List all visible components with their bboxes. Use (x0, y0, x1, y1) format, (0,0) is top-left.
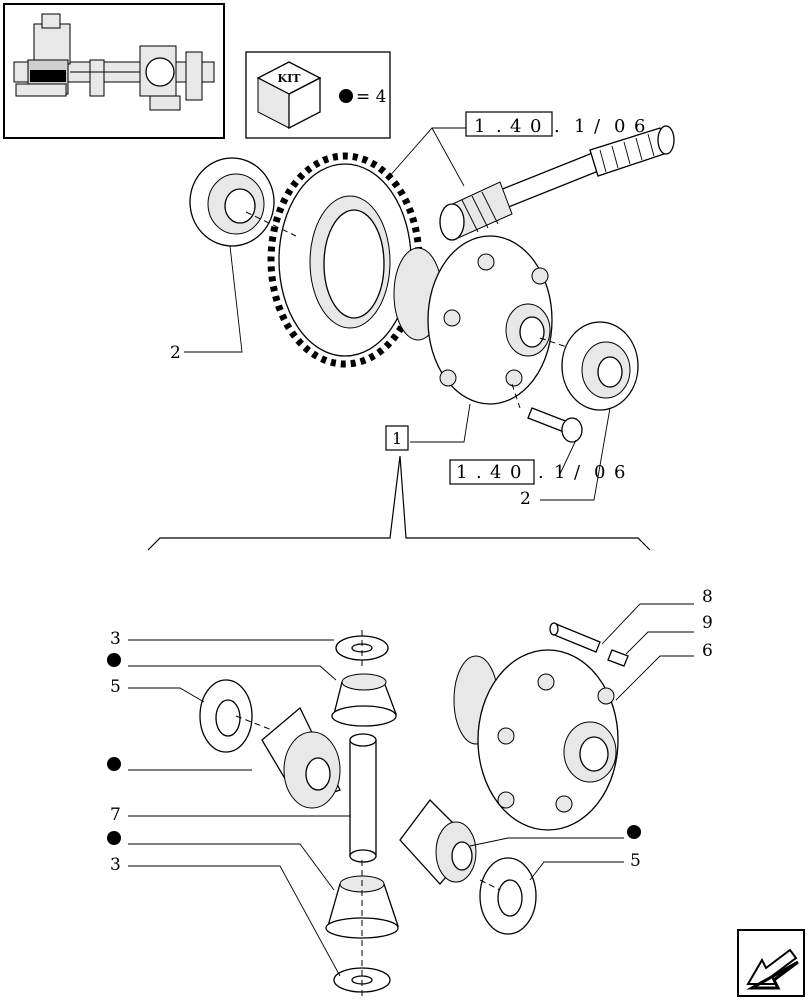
carrier-bottom (453, 649, 619, 831)
kit-marker-4 (627, 825, 641, 839)
pinion-shaft (439, 125, 675, 241)
top-ref-digit-6: / (594, 116, 601, 137)
kit-marker-1 (107, 653, 121, 667)
kit-equals-value: = 4 (356, 87, 386, 107)
kit-badge-label: KIT (278, 72, 302, 85)
callout-roll-pin[interactable]: 9 (702, 613, 713, 633)
side-gear-top-leader (128, 665, 337, 681)
explode-bracket (147, 455, 651, 551)
top-ref-digit-4: . (554, 116, 560, 137)
callout-bearing-right[interactable]: 2 (520, 489, 531, 509)
top-ref-digit-3: 0 (530, 116, 541, 137)
top-reference-label[interactable]: 1 . 4 0 . 1 / 0 6 (465, 111, 645, 137)
kit-dot-icon (339, 89, 353, 103)
cross-pin (349, 733, 377, 863)
top-ref-leader-pinion (431, 127, 465, 187)
ring-gear (267, 152, 423, 368)
thrust-left-leader (128, 687, 205, 703)
pinion-right-leader (469, 837, 624, 847)
callout-washer-bottom[interactable]: 3 (110, 855, 121, 875)
carrier-leader (615, 655, 694, 701)
pinion-gear-right (399, 799, 477, 885)
callout-thrust-left[interactable]: 5 (110, 677, 121, 697)
bottom-ref-digit-5: 1 (554, 462, 565, 483)
top-ref-digit-1: . (496, 116, 502, 137)
callout-thrust-right[interactable]: 5 (630, 851, 641, 871)
assembly-box-label: 1 (392, 429, 402, 448)
callout-long-pin[interactable]: 8 (702, 587, 713, 607)
kit-marker-2 (107, 757, 121, 771)
top-ref-digit-2: 4 (510, 116, 521, 137)
bolt-leader (559, 439, 577, 475)
top-ref-digit-5: 1 (574, 116, 585, 137)
thrust-washer-right (479, 857, 537, 935)
carrier-top (393, 235, 553, 405)
left-bearing (189, 157, 275, 247)
top-ref-digit-8: 6 (634, 116, 645, 137)
bottom-ref-digit-8: 6 (614, 462, 625, 483)
callout-pin[interactable]: 7 (110, 805, 121, 825)
right-bearing (561, 321, 639, 411)
axle-thumbnail-icon[interactable] (3, 3, 225, 139)
callout-washer-top[interactable]: 3 (110, 629, 121, 649)
bottom-ref-digit-7: 0 (594, 462, 605, 483)
callout-carrier[interactable]: 6 (702, 641, 713, 661)
callout-bearing-left[interactable]: 2 (170, 343, 181, 363)
bearing-right-leader (540, 407, 611, 501)
thrust-right-leader (529, 861, 624, 881)
top-ref-digit-7: 0 (614, 116, 625, 137)
long-pin (549, 622, 601, 653)
washer-bottom-leader (128, 865, 341, 977)
roll-pin (607, 649, 629, 667)
long-pin-leader (601, 603, 694, 645)
bottom-ref-digit-2: 4 (490, 462, 501, 483)
top-ref-digit-0: 1 (474, 116, 485, 137)
roll-pin-leader (625, 631, 694, 655)
kit-marker-3 (107, 831, 121, 845)
bottom-ref-digit-0: 1 (456, 462, 467, 483)
side-gear-bottom-leader (128, 843, 335, 891)
kit-legend: KIT = 4 (245, 51, 391, 139)
bearing-left-leader (184, 245, 243, 353)
top-ref-leader-ring (387, 127, 466, 179)
carrier-top-leader (410, 403, 471, 443)
bottom-reference-label[interactable]: 1 . 4 0 . 1 / 0 6 (449, 459, 625, 485)
pinion-gear-left (261, 706, 341, 809)
assembly-box[interactable]: 1 (385, 425, 409, 451)
bottom-ref-digit-1: . (476, 462, 482, 483)
bottom-ref-digit-3: 0 (510, 462, 521, 483)
bottom-ref-digit-4: . (538, 462, 544, 483)
bottom-ref-digit-6: / (574, 462, 581, 483)
thrust-washer-left (199, 679, 253, 753)
washer-top (335, 635, 389, 661)
side-gear-top (331, 673, 397, 727)
kit-box-icon: KIT (256, 61, 322, 130)
bolt (527, 407, 583, 443)
next-page-arrow-icon[interactable] (737, 929, 805, 997)
